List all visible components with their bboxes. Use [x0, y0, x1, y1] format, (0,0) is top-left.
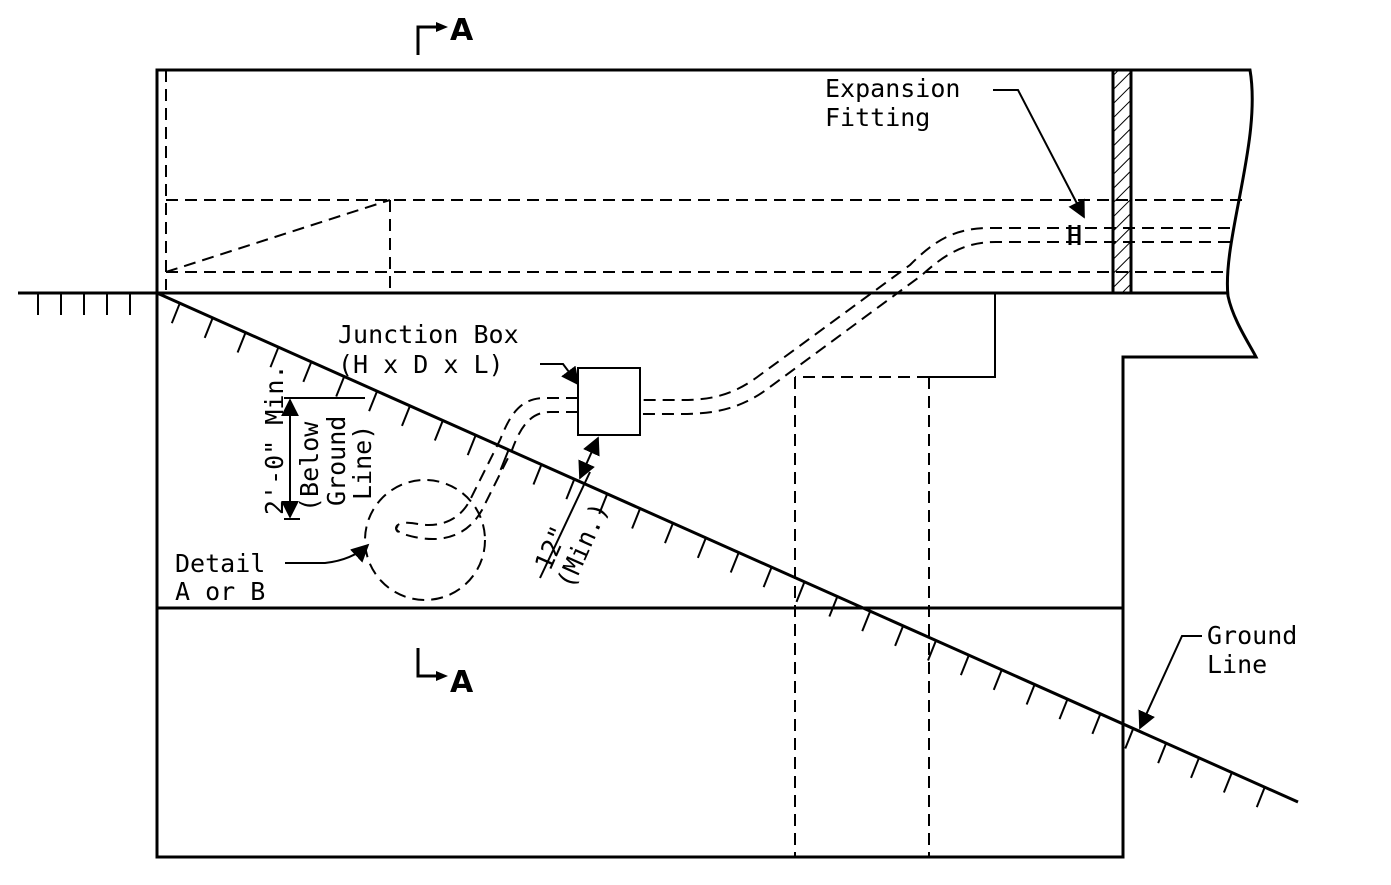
section-label-top: A — [450, 13, 474, 48]
ground-hatch-tick — [1091, 713, 1102, 735]
section-marker-bottom: A — [416, 648, 474, 700]
ground-hatch-tick — [631, 508, 642, 529]
ground-hatch-tick — [368, 390, 379, 412]
ground-hatch-tick — [532, 464, 543, 485]
expansion-fitting-callout: Expansion Fitting — [825, 74, 1085, 219]
ground-hatch-tick — [203, 317, 214, 339]
conduit — [395, 227, 1230, 540]
ground-hatch-tick — [1157, 742, 1168, 764]
ground-hatch-tick — [302, 361, 313, 383]
junction-box-callout: Junction Box (H x D x L) — [338, 320, 580, 386]
junction-box — [577, 367, 641, 436]
ground-hatch-tick — [927, 640, 937, 661]
ground-hatch-tick — [1222, 772, 1233, 793]
section-marker-top: A — [416, 13, 474, 55]
ground-hatch-tick — [236, 332, 247, 353]
ground-hatch-tick — [1124, 728, 1135, 749]
ground-hatch-tick — [565, 478, 576, 500]
section-label-bottom: A — [450, 665, 474, 700]
hidden-lines — [165, 70, 1248, 857]
detail-callout: Detail A or B — [175, 543, 370, 606]
ground-line — [18, 291, 1299, 808]
ground-line-label-1: Ground — [1207, 621, 1297, 650]
ground-hatch-tick — [894, 625, 905, 647]
detail-label-2: A or B — [175, 577, 265, 606]
ground-hatch-tick — [335, 376, 346, 397]
depth-dim-note-2: Ground — [322, 416, 351, 506]
ground-hatch-tick — [1255, 786, 1266, 808]
detail-label-1: Detail — [175, 549, 265, 578]
ground-hatch-tick — [499, 449, 510, 471]
expansion-fitting-symbol — [1068, 225, 1081, 245]
ground-hatch-tick — [729, 552, 740, 573]
ground-hatch-tick — [762, 566, 773, 588]
expansion-fitting-label-1: Expansion — [825, 74, 960, 103]
depth-dim-label: 2'-0" Min. — [260, 364, 289, 515]
ground-hatch-tick — [861, 610, 872, 632]
detail-circle — [364, 479, 486, 601]
ground-hatch-tick — [664, 522, 674, 544]
expansion-fitting-label-2: Fitting — [825, 103, 930, 132]
expansion-joint-hatch — [1111, 68, 1133, 295]
ground-hatch-tick — [466, 434, 477, 456]
depth-dim-note-3: Line) — [348, 425, 377, 500]
ground-hatch-tick — [795, 581, 806, 603]
ground-hatch-tick — [401, 405, 411, 427]
depth-dimension: 2'-0" Min. (Below Ground Line) — [260, 364, 377, 520]
ground-hatch-tick — [696, 537, 707, 559]
ground-hatch-tick — [1190, 757, 1200, 779]
ground-hatch-tick — [1025, 684, 1036, 705]
structure-outline — [155, 68, 1259, 859]
ground-hatch-tick — [828, 596, 839, 617]
depth-dim-note-1: (Below — [295, 421, 324, 512]
ground-hatch-tick — [1058, 698, 1069, 720]
ground-line-label-2: Line — [1207, 650, 1267, 679]
ground-hatch-tick — [598, 493, 609, 515]
junction-box-label-2: (H x D x L) — [338, 350, 504, 379]
ground-hatch-tick — [170, 302, 181, 324]
ground-hatch-tick — [959, 654, 970, 676]
ground-line-callout: Ground Line — [1138, 621, 1297, 730]
ground-hatch-tick — [433, 420, 444, 441]
ground-hatch-tick — [992, 669, 1003, 691]
clearance-dimension: 12" (Min.) — [529, 436, 614, 592]
junction-box-label-1: Junction Box — [338, 320, 519, 349]
ground-hatch-tick — [269, 346, 280, 368]
